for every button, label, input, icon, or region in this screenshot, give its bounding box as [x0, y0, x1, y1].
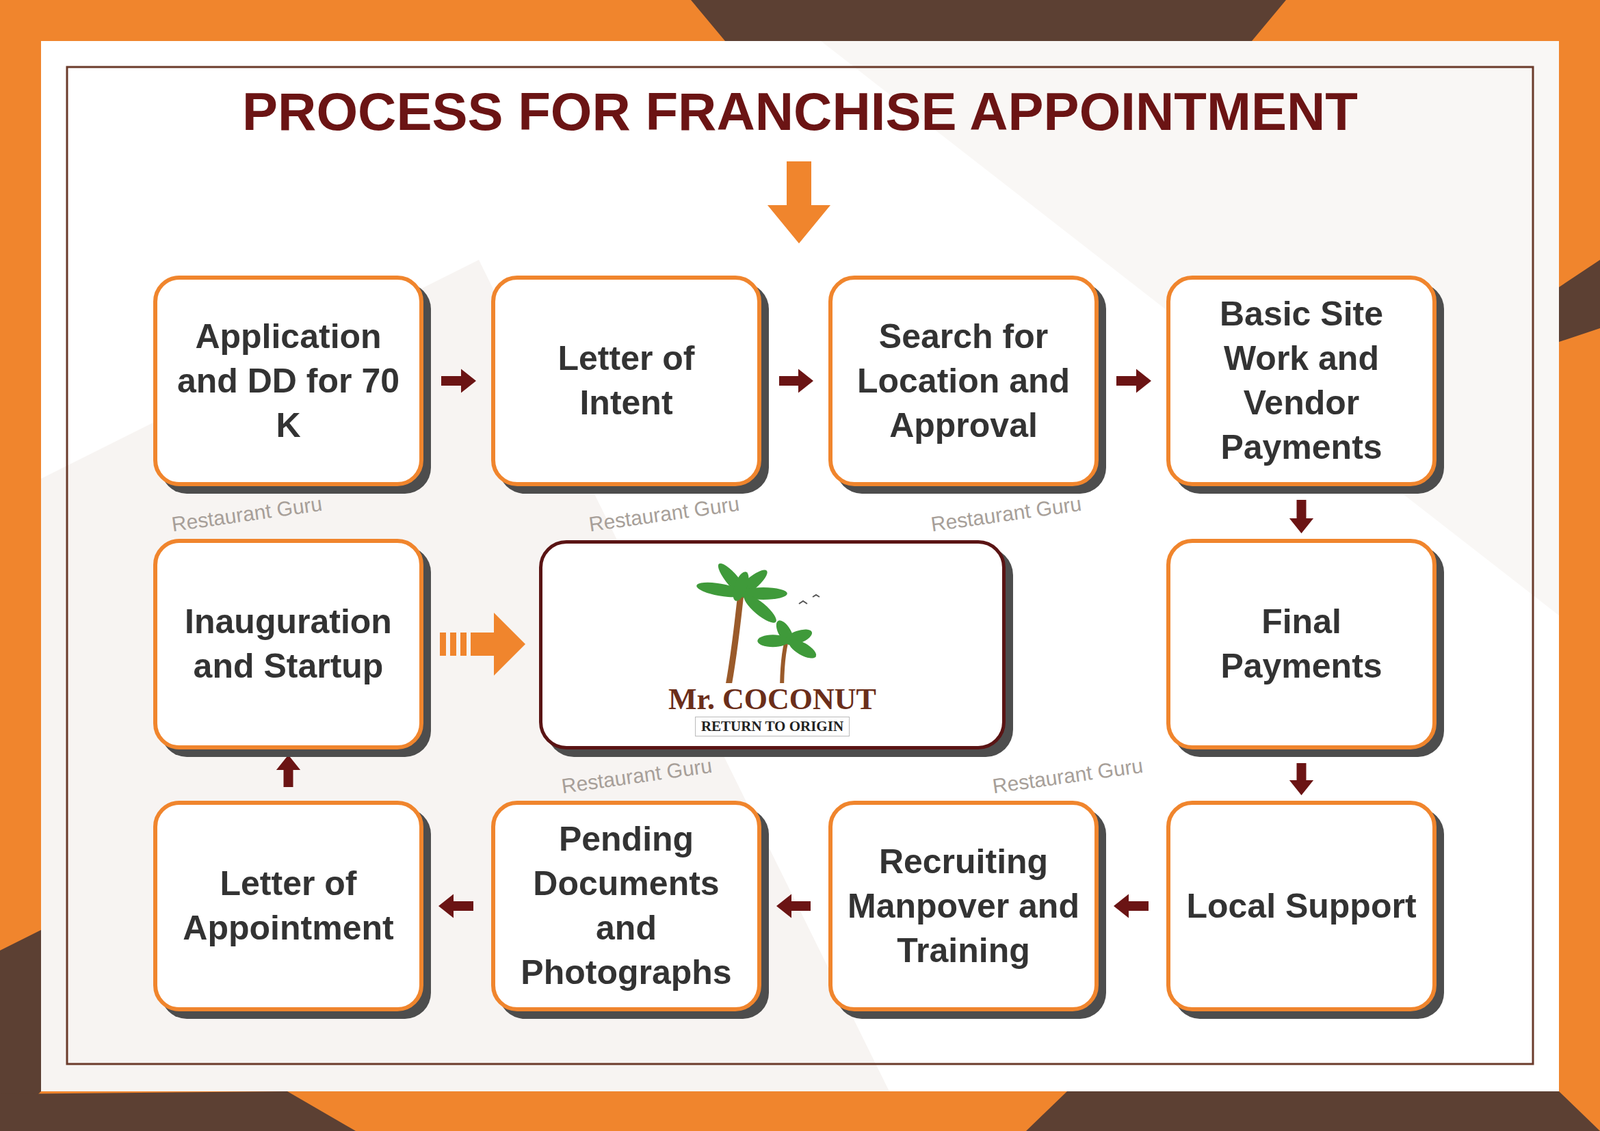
white-panel — [41, 41, 1559, 1092]
process-box: Letter of Intent — [491, 275, 762, 487]
brand-tagline: RETURN TO ORIGIN — [694, 716, 850, 737]
step-label: Pending Documents and Photographs — [507, 817, 745, 996]
step-label: Search for Location and Approval — [844, 314, 1083, 449]
palm-illustration — [679, 556, 844, 693]
step-label: Inauguration and Startup — [169, 599, 408, 689]
flow-arrow — [776, 894, 811, 918]
flow-arrow — [779, 368, 814, 393]
process-box: Pending Documents and Photographs — [491, 801, 762, 1012]
brown-band — [1026, 1091, 1600, 1131]
process-box: Local Support — [1166, 801, 1437, 1012]
step-label: Application and DD for 70 K — [169, 314, 408, 449]
process-box: Search for Location and Approval — [828, 275, 1099, 487]
flow-arrow — [441, 368, 477, 393]
inner-frame — [67, 67, 1533, 1065]
process-box: Application and DD for 70 K — [153, 275, 424, 487]
step-label: Basic Site Work and Vendor Payments — [1182, 292, 1421, 470]
flow-arrow — [438, 894, 474, 918]
title: PROCESS FOR FRANCHISE APPOINTMENT — [0, 80, 1600, 143]
flow-arrow — [1289, 500, 1314, 534]
flow-arrow — [1289, 763, 1314, 796]
process-box: Inauguration and Startup — [153, 539, 424, 750]
process-box: Basic Site Work and Vendor Payments — [1166, 275, 1437, 487]
flow-arrow — [276, 755, 301, 788]
process-box: Letter of Appointment — [153, 801, 424, 1012]
flow-arrow — [1113, 894, 1149, 918]
logo-box: Mr. COCONUTRETURN TO ORIGIN — [539, 540, 1006, 750]
process-box: Recruiting Manpover and Training — [828, 801, 1099, 1012]
brand-name: Mr. COCONUT — [662, 683, 882, 717]
brown-band — [690, 0, 1287, 42]
step-label: Recruiting Manpover and Training — [844, 840, 1083, 974]
flow-arrow — [439, 612, 526, 676]
brown-band — [0, 1091, 356, 1131]
step-label: Letter of Intent — [507, 336, 745, 426]
down-arrow — [767, 161, 831, 244]
step-label: Final Payments — [1182, 599, 1421, 689]
flow-arrow — [1116, 368, 1152, 393]
step-label: Local Support — [1186, 884, 1416, 929]
brown-band — [1558, 259, 1600, 343]
process-box: Final Payments — [1166, 539, 1437, 750]
step-label: Letter of Appointment — [169, 861, 408, 951]
